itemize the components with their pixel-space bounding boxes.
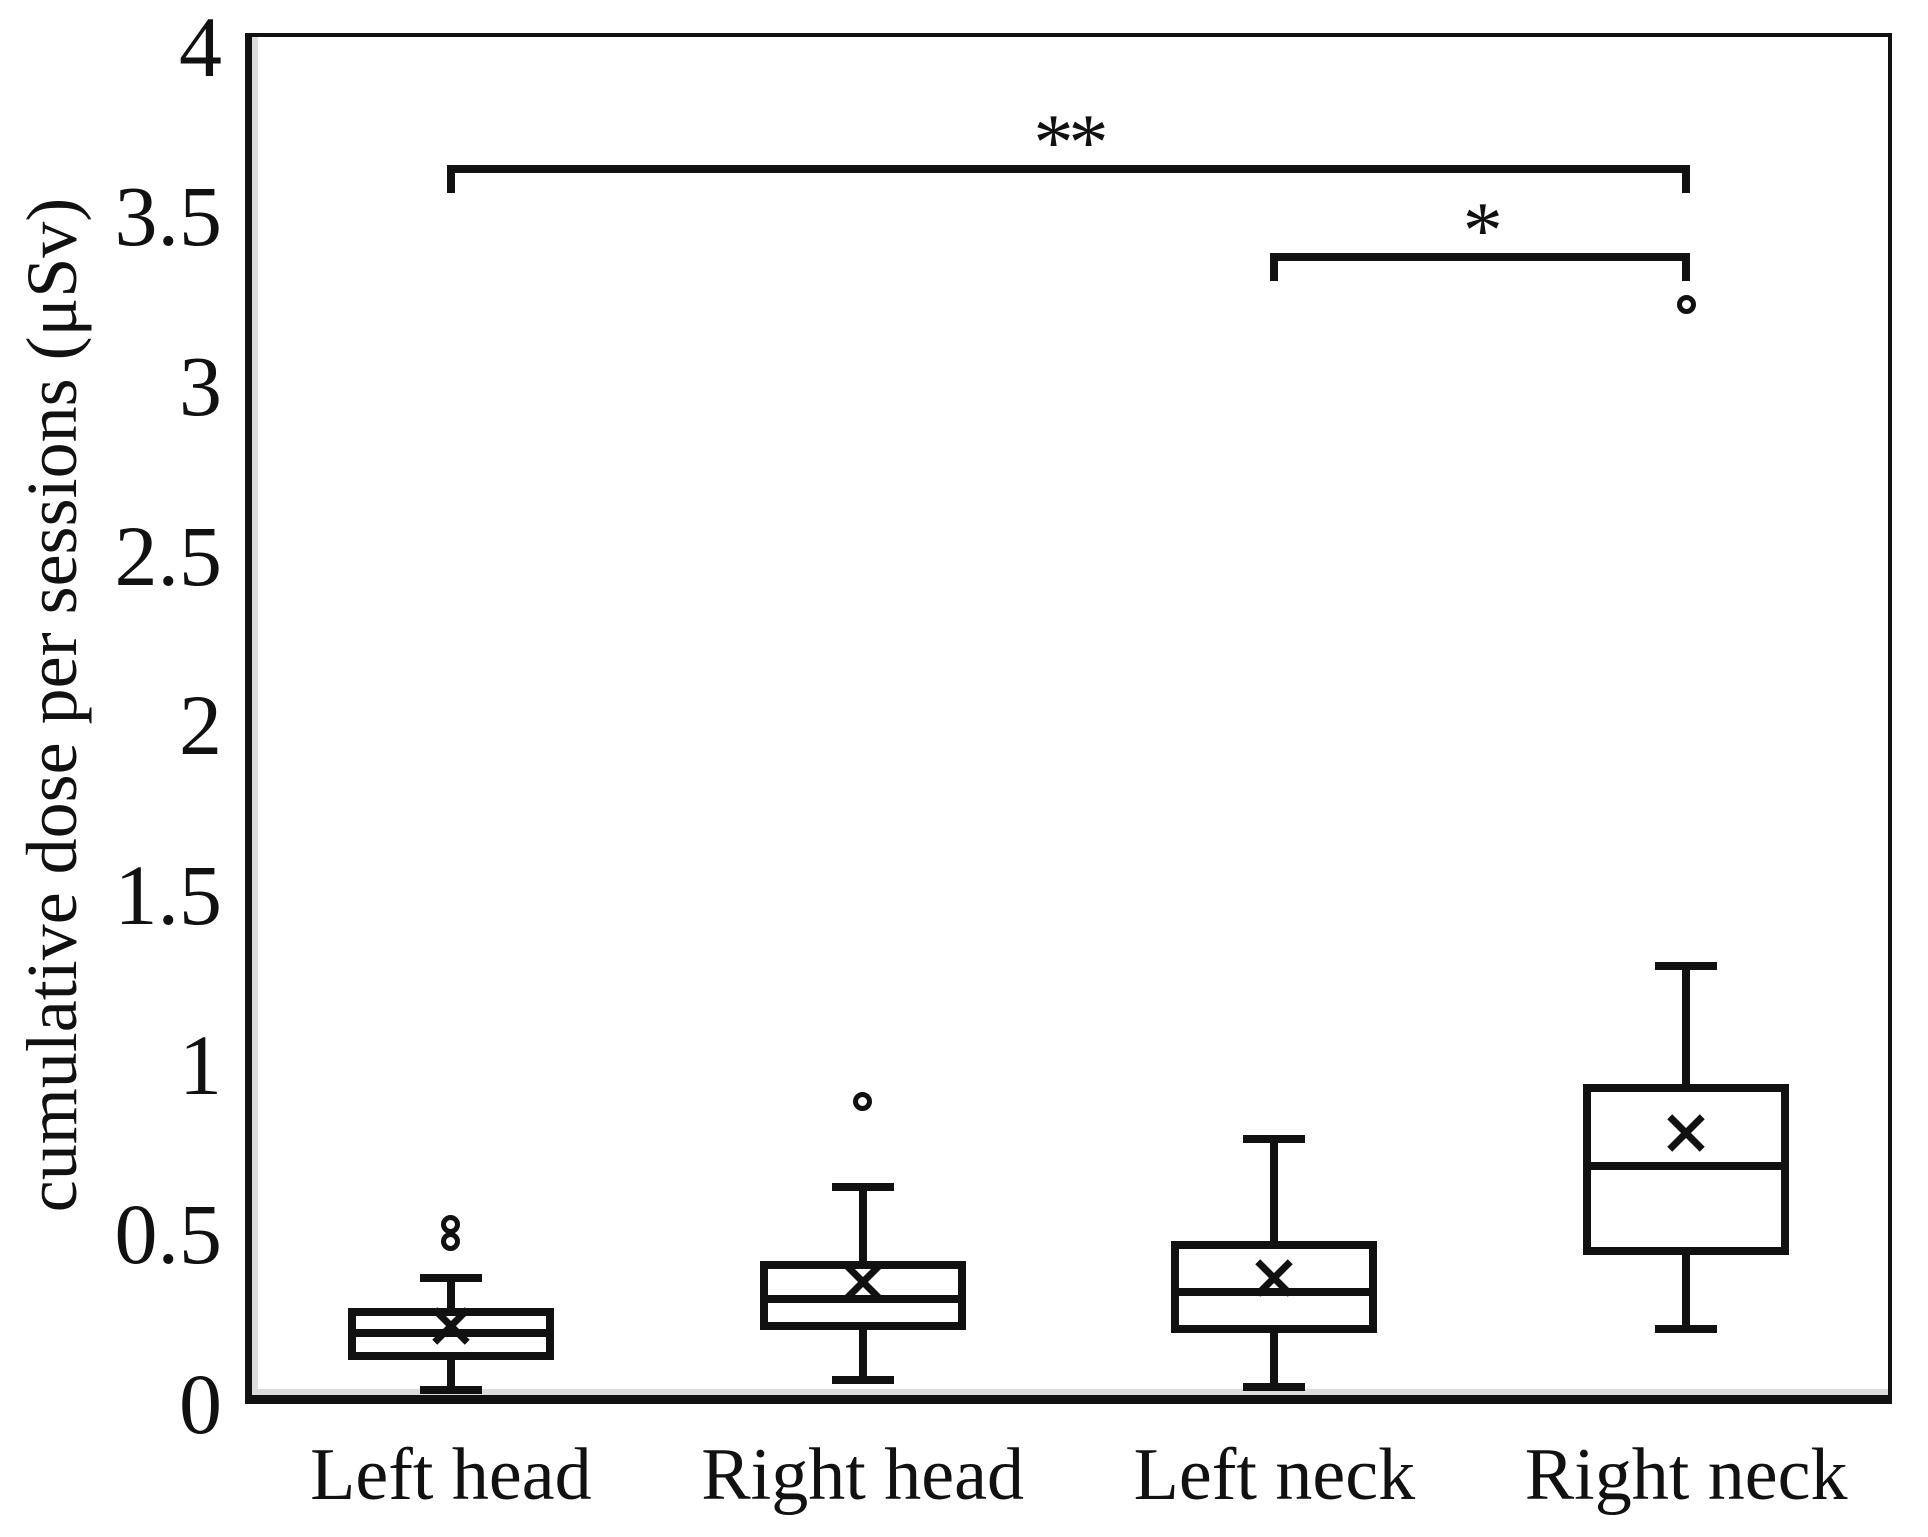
median-line xyxy=(1583,1162,1790,1171)
mean-marker xyxy=(1666,1113,1706,1153)
whisker-stem xyxy=(1682,1251,1691,1330)
mean-marker xyxy=(431,1306,471,1346)
y-tick-label: 2.5 xyxy=(114,507,223,604)
whisker-stem xyxy=(858,1186,867,1265)
whisker-stem xyxy=(1270,1139,1279,1245)
whisker-stem xyxy=(446,1356,455,1391)
whisker-cap xyxy=(1655,1325,1718,1334)
whisker-cap xyxy=(419,1274,482,1283)
significance-bracket xyxy=(446,164,1691,193)
y-tick-label: 2 xyxy=(179,677,222,774)
significance-label: ** xyxy=(1033,98,1109,187)
whisker-stem xyxy=(1270,1329,1279,1388)
mean-marker xyxy=(1254,1258,1294,1298)
y-tick-label: 0.5 xyxy=(114,1186,223,1283)
category-label: Left head xyxy=(310,1434,592,1516)
whisker-stem xyxy=(858,1325,867,1381)
outlier-point xyxy=(853,1092,873,1112)
mean-marker xyxy=(843,1262,883,1302)
median-line xyxy=(1171,1288,1378,1296)
whisker-stem xyxy=(1682,966,1691,1089)
y-tick-label: 1.5 xyxy=(114,846,223,943)
outlier-point xyxy=(1676,294,1696,314)
whisker-stem xyxy=(446,1278,455,1313)
whisker-cap xyxy=(831,1376,894,1385)
whisker-cap xyxy=(1243,1135,1306,1144)
whisker-cap xyxy=(419,1386,482,1395)
category-label: Right neck xyxy=(1524,1434,1848,1516)
category-label: Right head xyxy=(701,1434,1024,1516)
y-tick-label: 3 xyxy=(179,337,222,434)
whisker-cap xyxy=(1243,1383,1306,1392)
y-tick-label: 4 xyxy=(179,0,222,95)
y-tick-label: 3.5 xyxy=(114,168,223,265)
y-tick-label: 0 xyxy=(179,1356,222,1452)
category-label: Left neck xyxy=(1133,1434,1416,1516)
significance-bracket xyxy=(1270,252,1691,281)
median-line xyxy=(347,1328,554,1337)
median-line xyxy=(759,1294,966,1303)
whisker-cap xyxy=(1655,962,1718,971)
box xyxy=(1171,1240,1378,1334)
significance-label: * xyxy=(1462,186,1503,275)
whisker-cap xyxy=(831,1182,894,1191)
outlier-point xyxy=(441,1214,461,1234)
outlier-point xyxy=(441,1231,461,1251)
y-tick-label: 1 xyxy=(179,1016,222,1113)
